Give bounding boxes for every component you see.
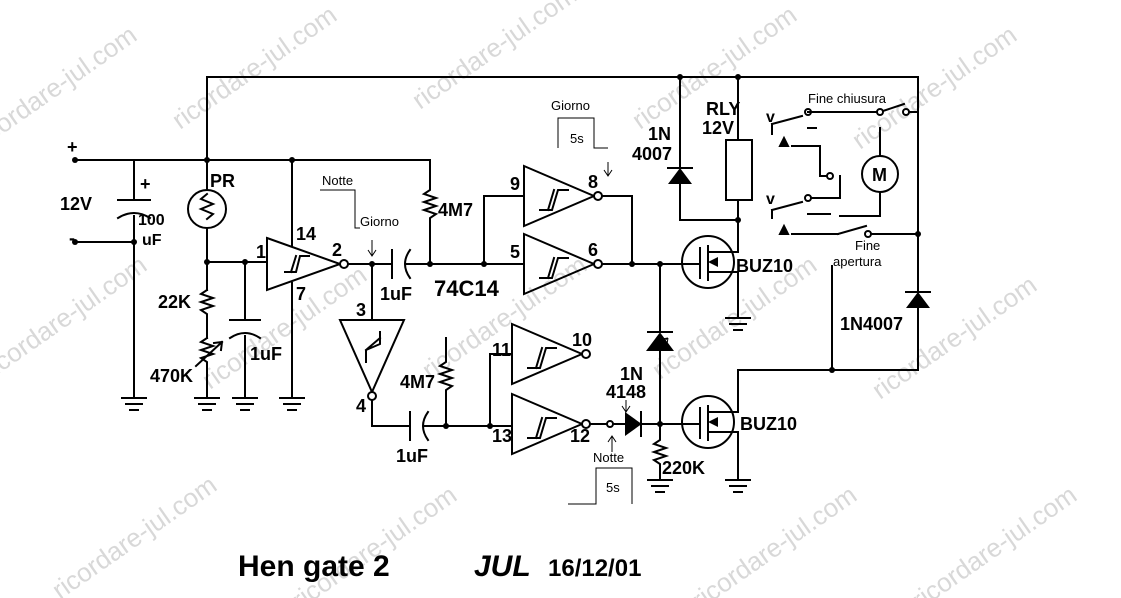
day-night-annotation: Notte Giorno <box>320 173 399 257</box>
svg-text:8: 8 <box>588 172 598 192</box>
schmitt-gate-3-4: 3 4 <box>338 263 491 427</box>
svg-text:RLY: RLY <box>706 99 740 119</box>
svg-text:ricordare-jul.com: ricordare-jul.com <box>166 0 342 135</box>
net-gate-pair-top <box>483 195 681 265</box>
r4m7-top-label: 4M7 <box>438 200 473 220</box>
r220k-label: 220K <box>662 458 705 478</box>
svg-text:v: v <box>766 191 775 208</box>
svg-text:Fine: Fine <box>855 238 880 253</box>
svg-text:ricordare-jul.com: ricordare-jul.com <box>906 479 1082 598</box>
photoresistor-label: PR <box>210 171 235 191</box>
relay-coil: RLY 12V <box>702 76 753 221</box>
svg-text:5: 5 <box>510 242 520 262</box>
svg-text:1: 1 <box>256 242 266 262</box>
svg-text:apertura: apertura <box>833 254 882 269</box>
top-rail <box>206 76 919 161</box>
svg-text:6: 6 <box>588 240 598 260</box>
pot470k-label: 470K <box>150 366 193 386</box>
svg-text:ricordare-jul.com: ricordare-jul.com <box>0 249 152 385</box>
svg-text:1N: 1N <box>648 124 671 144</box>
svg-text:ricordare-jul.com: ricordare-jul.com <box>686 479 862 598</box>
svg-text:9: 9 <box>510 174 520 194</box>
buz-bottom-label: BUZ10 <box>740 414 797 434</box>
mosfet-buz10-bottom: BUZ10 <box>681 369 919 493</box>
svg-text:Notte: Notte <box>322 173 353 188</box>
svg-text:v: v <box>766 109 775 126</box>
svg-text:4: 4 <box>356 396 366 416</box>
mosfet-buz10-top: BUZ10 <box>679 219 793 331</box>
svg-text:11: 11 <box>492 340 511 360</box>
relay-contacts: v v <box>766 108 881 235</box>
svg-text:Giorno: Giorno <box>360 214 399 229</box>
svg-text:12: 12 <box>570 426 590 446</box>
giorno-5s-annotation: Giorno 5s <box>551 98 613 177</box>
r220k: 220K <box>647 423 705 493</box>
schmitt-gate-13-12: 13 12 <box>492 392 591 456</box>
title-name: Hen gate 2 <box>238 550 390 583</box>
d1n4007-right-label: 1N4007 <box>840 314 903 334</box>
diode-1n4148: 1N 4148 <box>606 364 663 437</box>
svg-text:7: 7 <box>296 284 306 304</box>
svg-text:4007: 4007 <box>632 144 672 164</box>
c-main-value: 100 <box>138 212 165 229</box>
schmitt-gate-1-2: 1 14 7 2 <box>256 159 349 411</box>
limit-switches: Fine chiusura Fine apertura <box>808 91 919 269</box>
r4m7-bottom: 4M7 <box>400 337 456 429</box>
svg-text:4148: 4148 <box>606 382 646 402</box>
c1uf-a-label: 1uF <box>250 344 282 364</box>
svg-text:Giorno: Giorno <box>551 98 590 113</box>
ic-74c14-label: 74C14 <box>434 276 500 301</box>
supply-minus: - <box>69 228 75 248</box>
title-block: Hen gate 2 JUL 16/12/01 <box>238 550 641 583</box>
svg-text:ricordare-jul.com: ricordare-jul.com <box>846 19 1022 155</box>
photoresistor-divider: PR 22K 470K 1uF <box>150 159 282 411</box>
supply-voltage: 12V <box>60 194 92 214</box>
title-author: JUL <box>474 550 531 583</box>
r4m7-bottom-label: 4M7 <box>400 372 435 392</box>
svg-text:ricordare-jul.com: ricordare-jul.com <box>196 259 372 395</box>
motor: M <box>839 127 899 217</box>
notte-5s-annotation: Notte 5s <box>568 435 633 505</box>
svg-text:ricordare-jul.com: ricordare-jul.com <box>866 269 1042 405</box>
c1uf-b-label: 1uF <box>380 284 412 304</box>
svg-text:Fine chiusura: Fine chiusura <box>808 91 887 106</box>
svg-text:10: 10 <box>572 330 592 350</box>
svg-text:2: 2 <box>332 240 342 260</box>
c1uf-b: 1uF <box>380 248 412 304</box>
svg-text:5s: 5s <box>570 131 584 146</box>
svg-text:ricordare-jul.com: ricordare-jul.com <box>0 19 142 155</box>
svg-text:14: 14 <box>296 224 316 244</box>
motor-label: M <box>872 165 887 185</box>
buz-top-label: BUZ10 <box>736 256 793 276</box>
svg-text:12V: 12V <box>702 118 734 138</box>
ground-symbol <box>121 397 147 411</box>
c1uf-c-label: 1uF <box>396 446 428 466</box>
svg-text:5s: 5s <box>606 480 620 495</box>
r4m7-top: 4M7 <box>420 159 473 265</box>
diode-1n4007-right: 1N4007 <box>831 109 931 371</box>
c1uf-c: 1uF <box>396 410 430 466</box>
supply-plus: + <box>67 137 78 157</box>
svg-text:13: 13 <box>492 426 512 446</box>
title-date: 16/12/01 <box>548 555 641 582</box>
diode-coupling <box>646 263 674 425</box>
diode-1n4007-top: 1N 4007 <box>632 76 739 221</box>
r22k-label: 22K <box>158 292 191 312</box>
photoresistor-symbol <box>187 189 227 229</box>
supply-section: + 12V - + 100 uF <box>60 137 431 411</box>
c-main-polarity: + <box>140 174 151 194</box>
svg-text:1N: 1N <box>620 364 643 384</box>
c-main-unit: uF <box>142 232 162 249</box>
svg-text:Notte: Notte <box>593 450 624 465</box>
svg-text:ricordare-jul.com: ricordare-jul.com <box>46 469 222 598</box>
svg-text:3: 3 <box>356 300 366 320</box>
